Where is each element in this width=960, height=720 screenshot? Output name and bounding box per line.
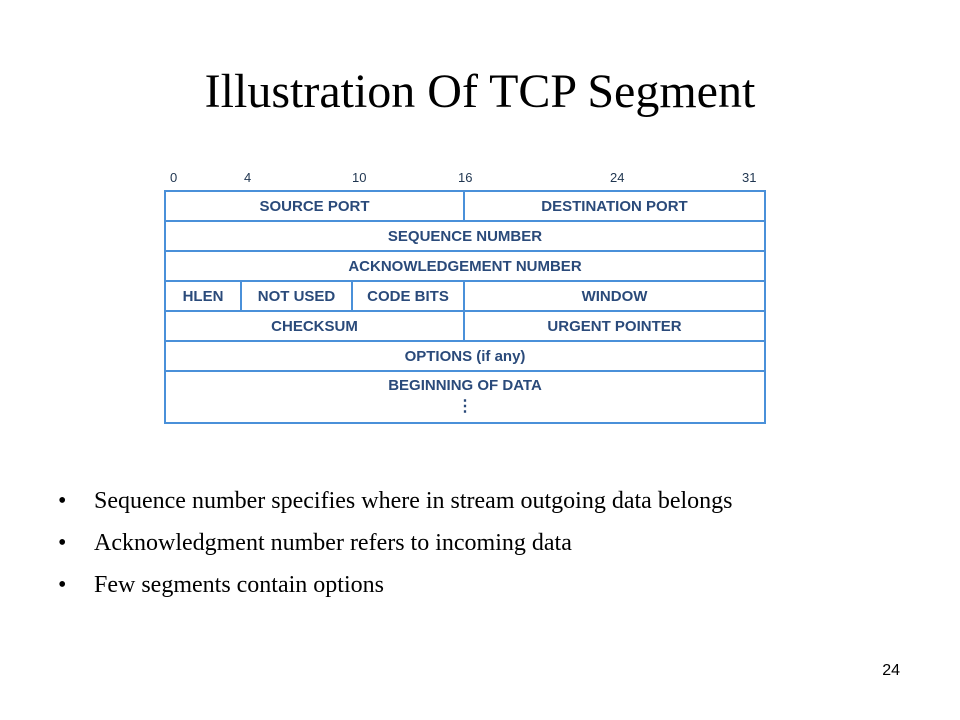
bit-tick-4: 4	[244, 170, 252, 185]
field-beginning-of-data: BEGINNING OF DATA	[388, 376, 542, 394]
field-acknowledgement-number: ACKNOWLEDGEMENT NUMBER	[348, 257, 582, 275]
column-divider	[351, 280, 353, 310]
bullet-icon: •	[58, 530, 67, 556]
row-divider	[166, 220, 764, 222]
field-destination-port: DESTINATION PORT	[541, 197, 688, 215]
vertical-ellipsis-icon: ⋮	[457, 398, 473, 415]
field-hlen: HLEN	[182, 287, 224, 305]
page-number: 24	[882, 662, 900, 679]
bullet-text: Acknowledgment number refers to incoming…	[94, 530, 572, 556]
field-sequence-number: SEQUENCE NUMBER	[387, 227, 543, 245]
field-window: WINDOW	[581, 287, 648, 305]
row-divider	[166, 280, 764, 282]
bullet-text: Sequence number specifies where in strea…	[94, 488, 733, 514]
bit-tick-0: 0	[170, 170, 178, 185]
bullet-item: • Few segments contain options	[58, 570, 878, 600]
row-divider	[166, 310, 764, 312]
field-not-used: NOT USED	[257, 287, 336, 305]
tcp-segment-diagram: 0 4 10 16 24 31 SOURCE PORT DESTINATION …	[164, 170, 766, 424]
bit-tick-24: 24	[610, 170, 625, 185]
row-divider	[166, 340, 764, 342]
bit-tick-16: 16	[458, 170, 473, 185]
field-options: OPTIONS (if any)	[404, 347, 526, 365]
field-urgent-pointer: URGENT POINTER	[547, 317, 682, 335]
column-divider	[463, 192, 465, 220]
field-checksum: CHECKSUM	[271, 317, 358, 335]
column-divider	[463, 280, 465, 340]
bit-tick-10: 10	[352, 170, 367, 185]
bullet-icon: •	[58, 488, 67, 514]
field-code-bits: CODE BITS	[367, 287, 449, 305]
column-divider	[240, 280, 242, 310]
slide-title: Illustration Of TCP Segment	[204, 65, 756, 118]
row-divider	[166, 370, 764, 372]
row-divider	[166, 250, 764, 252]
field-source-port: SOURCE PORT	[259, 197, 370, 215]
segment-grid: SOURCE PORT DESTINATION PORT SEQUENCE NU…	[164, 190, 766, 424]
bullet-icon: •	[58, 572, 67, 598]
bullet-list: • Sequence number specifies where in str…	[58, 486, 878, 612]
bullet-text: Few segments contain options	[94, 572, 384, 598]
bit-tick-31: 31	[742, 170, 757, 185]
bullet-item: • Acknowledgment number refers to incomi…	[58, 528, 878, 558]
bullet-item: • Sequence number specifies where in str…	[58, 486, 878, 516]
